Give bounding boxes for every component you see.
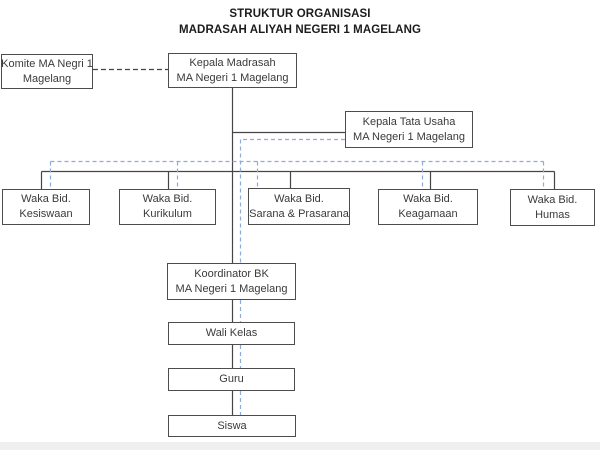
- node-komite: Komite MA Negri 1 Magelang: [1, 54, 93, 89]
- node-waka-sarana-prasarana-line1: Waka Bid.: [274, 192, 324, 205]
- node-kepala-madrasah: Kepala Madrasah MA Negeri 1 Magelang: [168, 53, 297, 88]
- node-waka-kurikulum-line2: Kurikulum: [143, 208, 192, 220]
- node-wali-kelas-line1: Wali Kelas: [205, 327, 258, 339]
- document-page-edge: [0, 442, 600, 450]
- solid-connector-lines: [40, 88, 556, 415]
- node-koordinator-bk-line1: Koordinator BK: [194, 267, 269, 280]
- node-waka-kesiswaan-line2: Kesiswaan: [19, 208, 73, 220]
- node-komite-line1: Komite MA Negri 1: [1, 57, 93, 70]
- node-guru-line1: Guru: [219, 373, 244, 385]
- chart-title: STRUKTUR ORGANISASI MADRASAH ALIYAH NEGE…: [0, 6, 600, 38]
- node-siswa-line1: Siswa: [217, 419, 247, 432]
- node-waka-kurikulum: Waka Bid. Kurikulum: [119, 189, 216, 225]
- dashed-coordination-lines: [49, 138, 545, 415]
- node-waka-keagamaan: Waka Bid. Keagamaan: [378, 189, 478, 225]
- node-waka-sarana-prasarana: Waka Bid. Sarana & Prasarana: [248, 188, 350, 225]
- node-kepala-madrasah-line1: Kepala Madrasah: [189, 56, 276, 69]
- node-guru: Guru: [168, 368, 295, 391]
- node-kepala-madrasah-line2: MA Negeri 1 Magelang: [176, 71, 289, 84]
- node-waka-kesiswaan: Waka Bid. Kesiswaan: [2, 189, 90, 225]
- node-waka-sarana-prasarana-line2: Sarana & Prasarana: [249, 207, 349, 220]
- node-waka-kurikulum-line1: Waka Bid.: [142, 193, 193, 205]
- node-koordinator-bk-line2: MA Negeri 1 Magelang: [175, 282, 288, 295]
- chart-title-line1: STRUKTUR ORGANISASI: [229, 8, 371, 20]
- node-komite-line2: Magelang: [22, 72, 72, 85]
- node-waka-keagamaan-line2: Keagamaan: [398, 208, 458, 220]
- node-siswa: Siswa: [168, 415, 296, 437]
- node-wali-kelas: Wali Kelas: [168, 322, 295, 345]
- node-kepala-tata-usaha: Kepala Tata Usaha MA Negeri 1 Magelang: [345, 111, 473, 148]
- node-kepala-tata-usaha-line2: MA Negeri 1 Magelang: [353, 130, 465, 143]
- node-kepala-tata-usaha-line1: Kepala Tata Usaha: [362, 115, 456, 128]
- node-waka-kesiswaan-line1: Waka Bid.: [21, 193, 71, 205]
- node-koordinator-bk: Koordinator BK MA Negeri 1 Magelang: [167, 263, 296, 300]
- chart-title-line2: MADRASAH ALIYAH NEGERI 1 MAGELANG: [178, 24, 422, 36]
- node-waka-humas-line2: Humas: [535, 208, 570, 221]
- node-waka-humas-line1: Waka Bid.: [527, 193, 578, 206]
- node-waka-keagamaan-line1: Waka Bid.: [403, 193, 453, 205]
- node-waka-humas: Waka Bid. Humas: [510, 189, 595, 226]
